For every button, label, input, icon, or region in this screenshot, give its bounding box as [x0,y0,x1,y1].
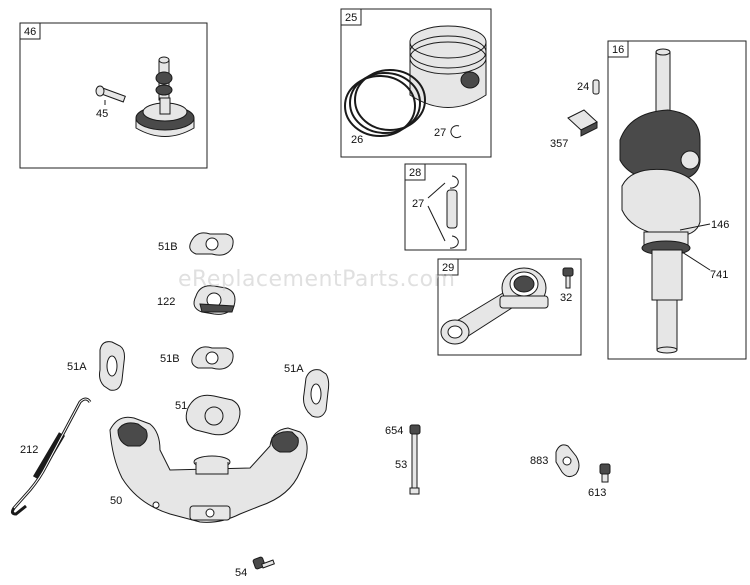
part-654-nut [409,424,421,435]
part-51-gasket [185,394,241,436]
label-27-pin: 27 [412,198,424,210]
group-16: 16 146 741 [607,40,747,360]
group-29-label: 29 [442,262,454,274]
label-53: 53 [395,459,407,471]
label-45: 45 [96,108,108,120]
label-50: 50 [110,495,122,507]
part-212-tube [10,397,92,516]
label-212: 212 [20,444,38,456]
label-51B-mid: 51B [160,353,180,365]
group-25-label: 25 [345,12,357,24]
camshaft-part [135,56,195,137]
part-51A-gasket-left [99,341,125,391]
label-27-top: 27 [434,127,446,139]
part-32-bolt [562,267,574,289]
part-51B-gasket-top [189,232,234,256]
group-29: 29 32 [437,258,582,356]
label-51: 51 [175,400,187,412]
part-50-exhaust-manifold [109,416,308,523]
label-122: 122 [157,296,175,308]
part-883-gasket [555,444,580,478]
label-32: 32 [560,292,572,304]
group-46: 46 45 [19,22,208,169]
label-51B-top: 51B [158,241,178,253]
watermark-text: eReplacementParts.com [178,267,455,292]
label-54: 54 [235,567,247,579]
label-146: 146 [711,219,729,231]
label-26: 26 [351,134,363,146]
label-613: 613 [588,487,606,499]
part-357-key [567,109,598,137]
group-16-label: 16 [612,44,624,56]
piston-rings-part [344,69,426,137]
group-25: 25 26 27 [340,8,492,158]
group-28-label: 28 [409,167,421,179]
label-51A-left: 51A [67,361,87,373]
part-54-bolt [252,556,275,570]
part-24-key [592,79,600,95]
crankshaft-part [619,48,701,354]
label-357: 357 [550,138,568,150]
group-28: 28 27 [404,163,467,251]
connecting-rod-part [440,267,549,345]
part-51B-gasket-mid [191,346,234,370]
label-741: 741 [710,269,728,281]
label-24: 24 [577,81,589,93]
label-883: 883 [530,455,548,467]
label-654: 654 [385,425,403,437]
part-613-bolt [599,463,611,483]
part-45-pin [95,85,126,103]
label-51A-right: 51A [284,363,304,375]
piston-part [409,25,487,108]
group-46-label: 46 [24,26,36,38]
part-122-spacer [193,285,236,315]
part-51A-gasket-right [303,369,330,418]
part-53-stud [409,433,420,495]
